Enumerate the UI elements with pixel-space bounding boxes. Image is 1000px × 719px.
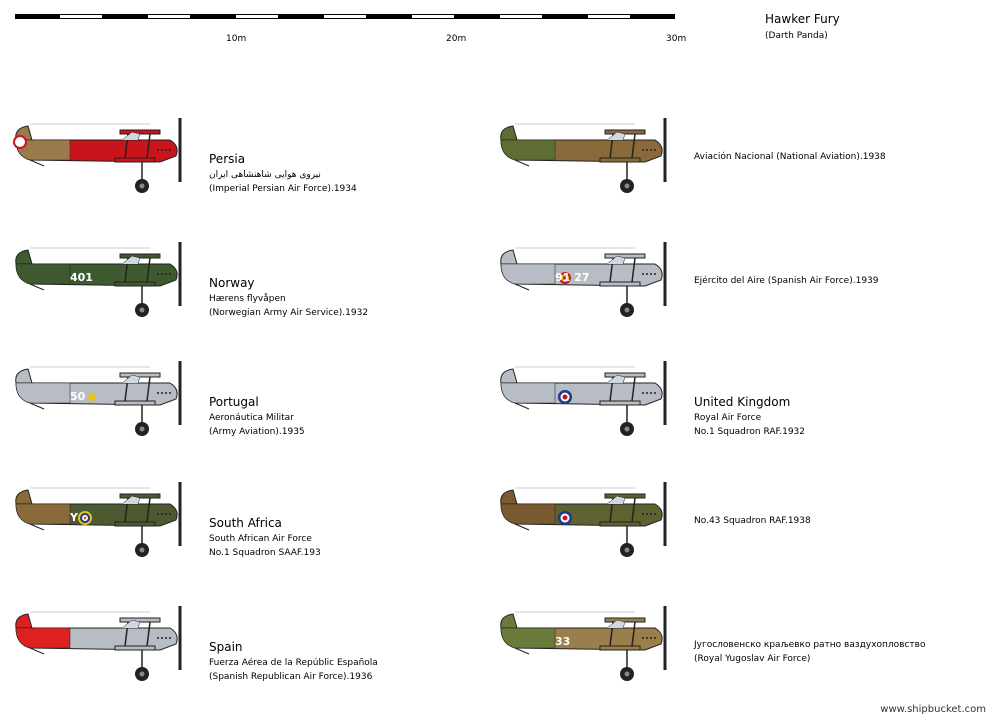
unit-year: (Imperial Persian Air Force).1934 bbox=[209, 184, 357, 194]
svg-text:401: 401 bbox=[70, 271, 93, 284]
aircraft-caption-right_column-4: Југословенско краљевко ратно ваздухоплов… bbox=[694, 638, 926, 666]
footer-credit: www.shipbucket.com bbox=[880, 704, 986, 715]
aircraft-caption-right_column-3: No.43 Squadron RAF.1938 bbox=[694, 514, 811, 528]
svg-text:50: 50 bbox=[70, 390, 86, 403]
svg-text:33: 33 bbox=[555, 635, 570, 648]
aircraft-profile-left_column-1: 401 bbox=[10, 234, 185, 324]
service-name: Hærens flyvåpen bbox=[209, 294, 286, 304]
unit-year: Aviación Nacional (National Aviation).19… bbox=[694, 152, 886, 162]
service-name: Fuerza Aérea de la Repúblic Española bbox=[209, 658, 378, 668]
aircraft-caption-left_column-0: Persia نیروی هوایی شاهنشاهی ایران (Imperia… bbox=[209, 150, 357, 196]
unit-year: (Army Aviation).1935 bbox=[209, 427, 305, 437]
country-name: Spain bbox=[209, 640, 243, 654]
aircraft-profile-right_column-3 bbox=[495, 474, 670, 564]
service-name: Royal Air Force bbox=[694, 413, 762, 423]
aircraft-profile-right_column-2 bbox=[495, 353, 670, 443]
service-name: South African Air Force bbox=[209, 534, 312, 544]
aircraft-profile-right_column-0 bbox=[495, 110, 670, 200]
unit-year: (Royal Yugoslav Air Force) bbox=[694, 654, 811, 664]
scale-tick-20m: 20m bbox=[446, 34, 467, 44]
service-name: Југословенско краљевко ратно ваздухоплов… bbox=[694, 640, 926, 650]
aircraft-profile-right_column-1: 91 27 bbox=[495, 234, 670, 324]
sheet-title: Hawker Fury bbox=[765, 12, 840, 26]
scale-tick-10m: 10m bbox=[226, 34, 247, 44]
unit-year: (Spanish Republican Air Force).1936 bbox=[209, 672, 373, 682]
unit-year: No.1 Squadron RAF.1932 bbox=[694, 427, 806, 437]
aircraft-caption-right_column-1: Ejército del Aire (Spanish Air Force).19… bbox=[694, 274, 879, 288]
svg-text:Y: Y bbox=[69, 511, 79, 524]
country-name: Norway bbox=[209, 276, 255, 290]
scale-bar: 10m 20m 30m bbox=[15, 14, 686, 44]
sheet-author: (Darth Panda) bbox=[765, 31, 828, 41]
service-name: Aeronáutica Militar bbox=[209, 413, 294, 423]
country-name: South Africa bbox=[209, 516, 282, 530]
service-name: نیروی هوایی شاهنشاهی ایران bbox=[209, 170, 321, 180]
aircraft-profile-right_column-4: 33 bbox=[495, 598, 670, 688]
country-name: Portugal bbox=[209, 395, 259, 409]
aircraft-profile-left_column-3: Y bbox=[10, 474, 185, 564]
unit-year: No.1 Squadron SAAF.193 bbox=[209, 548, 321, 558]
aircraft-caption-right_column-0: Aviación Nacional (National Aviation).19… bbox=[694, 150, 886, 164]
country-name: Persia bbox=[209, 152, 246, 166]
aircraft-profile-left_column-2: 50 bbox=[10, 353, 185, 443]
aircraft-profile-left_column-0 bbox=[10, 110, 185, 200]
unit-year: Ejército del Aire (Spanish Air Force).19… bbox=[694, 276, 879, 286]
country-name: United Kingdom bbox=[694, 395, 791, 409]
unit-year: (Norwegian Army Air Service).1932 bbox=[209, 308, 369, 318]
svg-text:91 27: 91 27 bbox=[555, 271, 589, 284]
scale-tick-30m: 30m bbox=[666, 34, 687, 44]
aircraft-profile-left_column-4 bbox=[10, 598, 185, 688]
unit-year: No.43 Squadron RAF.1938 bbox=[694, 516, 811, 526]
